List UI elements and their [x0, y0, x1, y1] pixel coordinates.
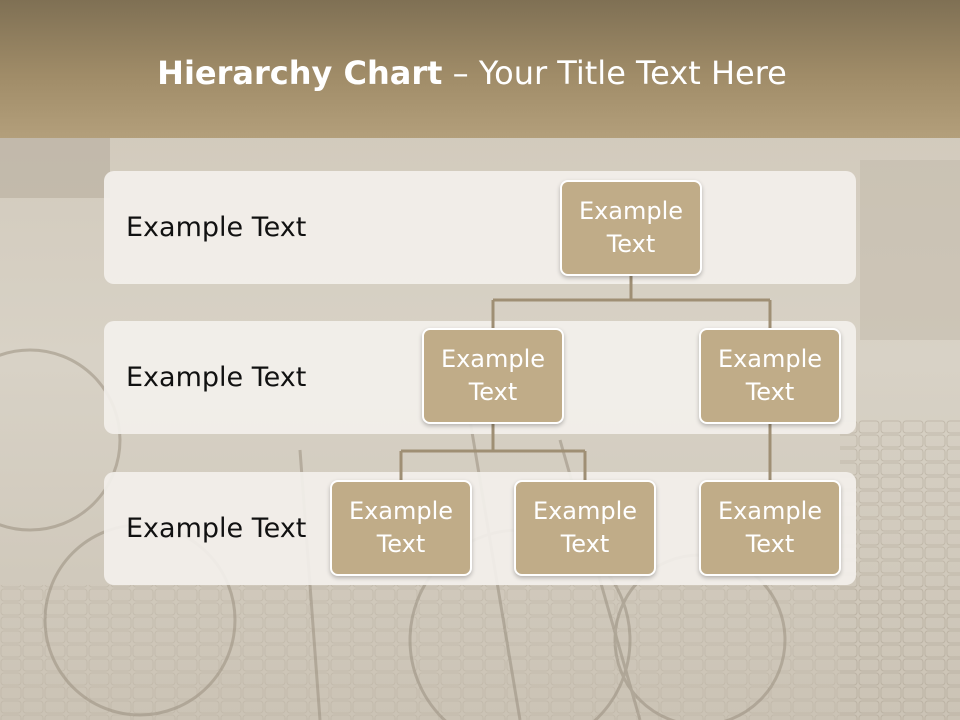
node-root[interactable]: Example Text	[560, 180, 702, 276]
node-level3-c-label: Example Text	[717, 497, 823, 558]
level-band-1: Example Text	[104, 171, 856, 284]
node-level2-left-label: Example Text	[440, 345, 546, 406]
node-level3-c[interactable]: Example Text	[699, 480, 841, 576]
title-rest: – Your Title Text Here	[442, 54, 787, 92]
title-bar	[0, 0, 960, 138]
level-label-2: Example Text	[126, 362, 307, 393]
node-level2-right[interactable]: Example Text	[699, 328, 841, 424]
node-level3-a-label: Example Text	[348, 497, 454, 558]
node-level3-a[interactable]: Example Text	[330, 480, 472, 576]
level-label-3: Example Text	[126, 513, 307, 544]
title-bold: Hierarchy Chart	[157, 54, 443, 92]
node-level2-right-label: Example Text	[717, 345, 823, 406]
node-root-label: Example Text	[578, 197, 684, 258]
node-level2-left[interactable]: Example Text	[422, 328, 564, 424]
level-label-1: Example Text	[126, 212, 307, 243]
node-level3-b[interactable]: Example Text	[514, 480, 656, 576]
page-title: Hierarchy Chart – Your Title Text Here	[0, 54, 944, 92]
node-level3-b-label: Example Text	[532, 497, 638, 558]
